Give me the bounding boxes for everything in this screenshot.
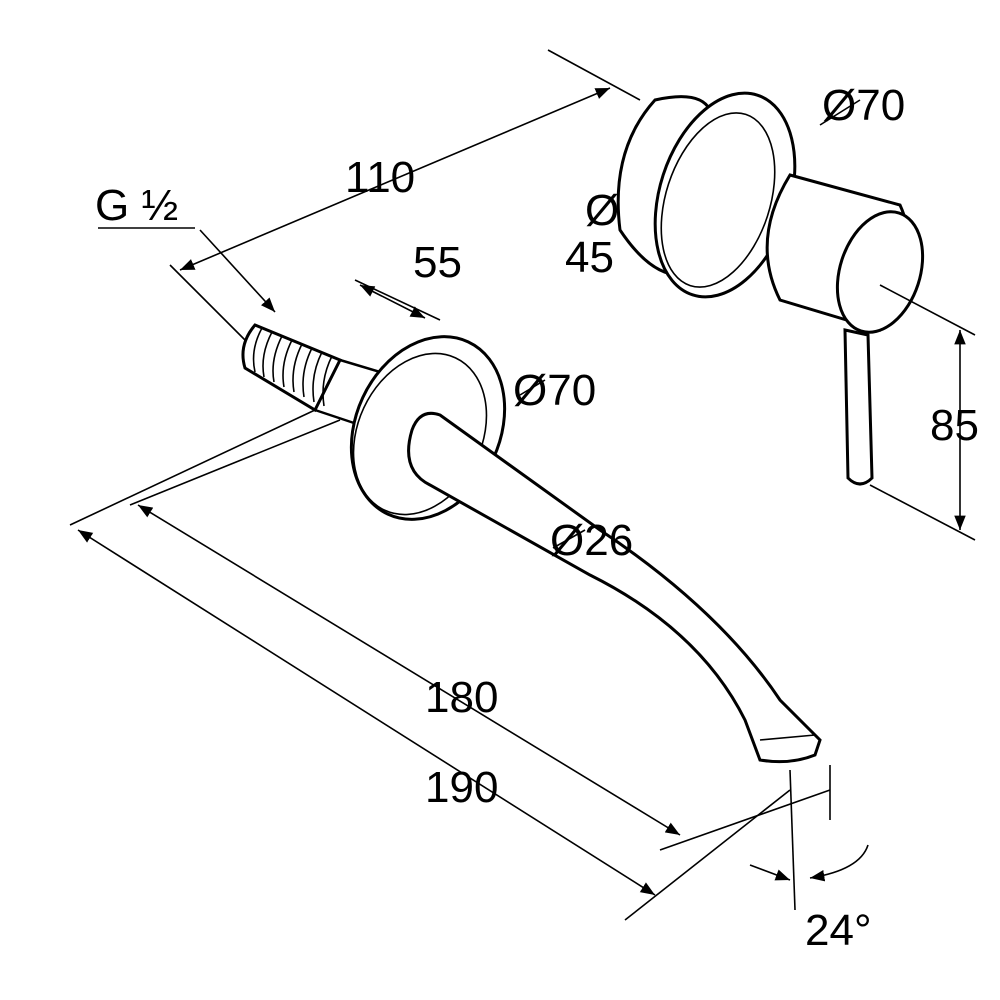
spout-diameter-label: Ø26 [550, 516, 633, 565]
mixer-body-diameter-label: 45 [565, 233, 614, 282]
angle-24-label: 24° [805, 906, 872, 955]
dimension-55-label: 55 [413, 238, 462, 287]
thread-lines [252, 327, 333, 407]
threaded-connector [241, 323, 343, 413]
dimension-180-label: 180 [425, 673, 498, 722]
dimension-110-label: 110 [345, 153, 415, 202]
mixer-lever [843, 328, 874, 486]
mixer-rosette-diameter-label: Ø70 [822, 81, 905, 130]
mixer [616, 91, 925, 486]
thread-size-label: G ½ [95, 181, 178, 230]
dimension-lines [69, 49, 976, 921]
dimension-85-label: 85 [930, 401, 979, 450]
mixer-body-diameter-symbol: Ø [585, 186, 619, 235]
spout-rosette-diameter-label: Ø70 [513, 366, 596, 415]
dimension-190-label: 190 [425, 763, 498, 812]
